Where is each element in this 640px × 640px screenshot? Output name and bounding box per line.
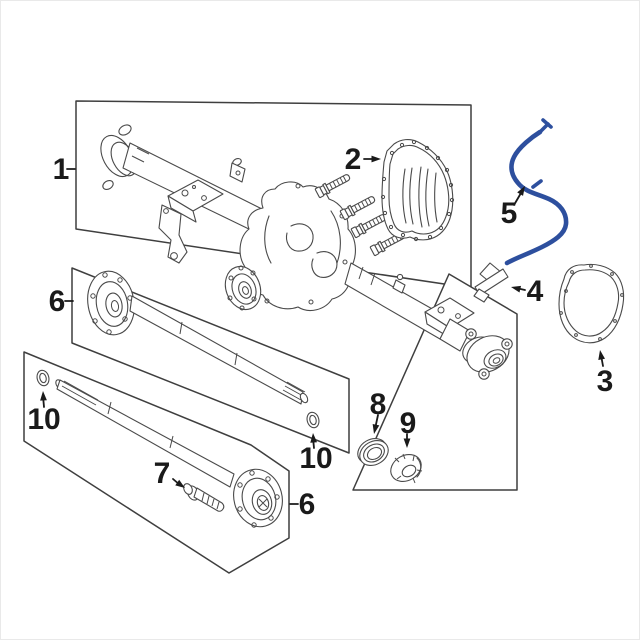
part-vent-fitting [473, 262, 509, 303]
part-bearing [390, 453, 423, 484]
part-vent-hose [504, 118, 569, 266]
callout-7: 7 [154, 457, 171, 490]
differential-cover [381, 139, 454, 241]
part-seal [357, 437, 389, 467]
callout-10-right: 10 [299, 442, 332, 475]
part-axle-shaft-lower [34, 368, 283, 528]
part-wheel-stud [183, 483, 225, 512]
callout-9: 9 [400, 407, 417, 440]
callout-8: 8 [370, 388, 387, 421]
callout-6-lower: 6 [299, 488, 316, 521]
callouts: 1 2 3 4 5 6 6 7 8 9 10 10 [27, 143, 613, 521]
callout-6-upper: 6 [49, 285, 66, 318]
part-axle-housing [100, 124, 513, 380]
callout-3: 3 [597, 365, 614, 398]
callout-line-5 [513, 192, 522, 206]
callout-5: 5 [501, 197, 518, 230]
box-seal-bearing [352, 273, 518, 491]
part-cover-gasket [558, 263, 625, 344]
callout-1: 1 [53, 153, 70, 186]
callout-2: 2 [345, 143, 362, 176]
part-axle-shaft-upper [87, 270, 322, 430]
part-cover-bolts [314, 139, 455, 257]
callout-10-left: 10 [27, 403, 60, 436]
callout-4: 4 [527, 275, 544, 308]
